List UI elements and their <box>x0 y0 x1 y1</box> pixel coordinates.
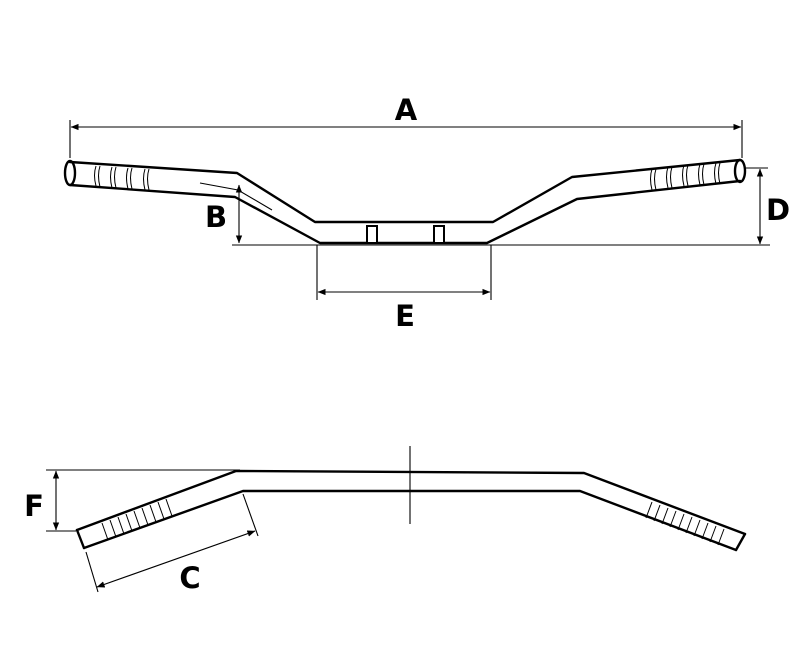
clamp-mark-left <box>366 225 378 244</box>
dimension-c-ext-right <box>242 493 259 537</box>
dimension-c-ext-left <box>85 551 99 593</box>
dimension-f-label: F <box>24 489 44 523</box>
clamp-mark-right <box>433 225 445 244</box>
sidebar-lower-edge <box>82 489 738 552</box>
dimension-b-label: B <box>205 200 227 234</box>
front-view: A B D E <box>63 93 790 333</box>
left-tube-end <box>63 159 77 187</box>
right-knurling <box>650 162 721 191</box>
side-left-end <box>75 528 86 550</box>
side-right-knurling <box>645 501 725 546</box>
dimension-a-label: A <box>395 93 418 127</box>
handlebar-upper-edge <box>68 158 742 224</box>
side-view: F C <box>24 446 747 595</box>
dimension-c-label: C <box>179 561 200 595</box>
side-right-end <box>734 532 747 552</box>
dimension-d-label: D <box>766 193 790 227</box>
right-tube-end <box>733 158 747 184</box>
dimension-c-line <box>96 530 256 588</box>
left-knurling <box>94 165 150 191</box>
handlebar-lower-edge <box>68 179 742 245</box>
dimension-e-label: E <box>395 299 415 333</box>
sidebar-upper-edge <box>75 469 747 536</box>
